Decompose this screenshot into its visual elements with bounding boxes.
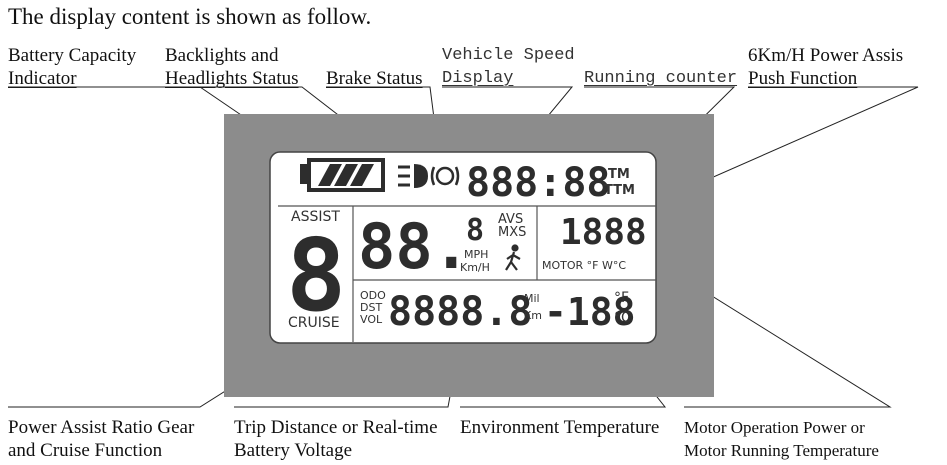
mil-label: Mil: [524, 292, 540, 305]
vehicle-speed-label: Vehicle Speed Display: [442, 46, 575, 88]
odo-label: ODO: [360, 289, 386, 302]
avs-label: AVS: [498, 212, 523, 227]
motor-operation-label: Motor Operation Power or Motor Running T…: [684, 418, 879, 460]
clock-digits: 888:88: [466, 160, 611, 206]
motor-units-label: MOTOR °F W°C: [542, 259, 626, 272]
brake-icon: [430, 166, 460, 186]
cruise-label: CRUISE: [288, 315, 340, 331]
battery-icon: [300, 158, 385, 192]
brake-status-label: Brake Status: [326, 68, 423, 89]
walk-assist-icon: [505, 244, 521, 271]
backlights-headlights-label: Backlights and Headlights Status: [165, 45, 299, 89]
speed-digits: 88.: [358, 210, 470, 283]
trip-digits: 8888.8: [388, 289, 533, 335]
motor-digits: 1888: [560, 212, 647, 253]
battery-capacity-label: Battery Capacity Indicator: [8, 45, 137, 89]
vol-label: VOL: [360, 313, 383, 326]
ttm-label: TTM: [604, 183, 635, 198]
motor-callout-line: [634, 247, 892, 408]
page-heading: The display content is shown as follow.: [8, 4, 372, 29]
deg-c-label: °C: [614, 310, 631, 326]
mph-label: MPH: [464, 248, 488, 261]
trip-distance-label: Trip Distance or Real-time Battery Volta…: [234, 417, 438, 461]
dst-label: DST: [360, 301, 382, 314]
km-label: Km: [524, 309, 542, 322]
assist-label: ASSIST: [291, 209, 340, 225]
assist-digit: 8: [286, 217, 346, 334]
assist-ratio-label: Power Assist Ratio Gear and Cruise Funct…: [8, 417, 195, 461]
deg-f-label: °F: [614, 290, 629, 306]
lcd-screen: [269, 151, 657, 344]
speed-small-digit: 8: [466, 213, 484, 248]
running-counter-label: Running counter: [584, 69, 738, 88]
temp-digits: -188: [544, 290, 636, 334]
kmh-label: Km/H: [460, 261, 490, 274]
headlight-icon: [398, 164, 428, 188]
push-function-label: 6Km/H Power Assis Push Function: [748, 45, 904, 89]
lcd-dividers: [278, 205, 656, 342]
mxs-label: MXS: [498, 225, 526, 240]
env-temperature-label: Environment Temperature: [460, 417, 660, 438]
tm-label: TM: [608, 167, 630, 182]
